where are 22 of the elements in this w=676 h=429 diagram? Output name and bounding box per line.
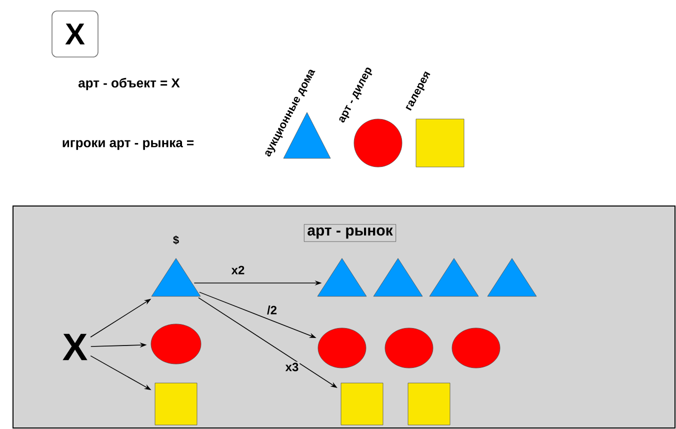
circle-shape (452, 328, 500, 368)
triangle-shape (429, 258, 479, 297)
triangle-shape (373, 258, 423, 297)
square-shape (340, 382, 384, 426)
square-shape (154, 382, 198, 426)
triangle-shape (317, 258, 367, 297)
letter-box: X (52, 10, 98, 58)
triangle-shape (487, 258, 537, 297)
square-shape (408, 382, 450, 426)
formula-label: игроки арт - рынка = (62, 140, 194, 150)
circle-shape (354, 118, 402, 168)
circle-shape (318, 328, 366, 368)
edge-label: /2 (266, 304, 278, 316)
edge-label: x3 (284, 362, 300, 372)
side-label: $ (173, 236, 179, 244)
square-shape (416, 118, 464, 168)
formula-label: арт - объект = X (78, 78, 180, 90)
circle-shape (384, 328, 434, 368)
circle-shape (150, 324, 202, 364)
triangle-shape (151, 258, 201, 297)
title-box: арт - рынок (304, 224, 396, 242)
big-letter: X (62, 334, 88, 360)
